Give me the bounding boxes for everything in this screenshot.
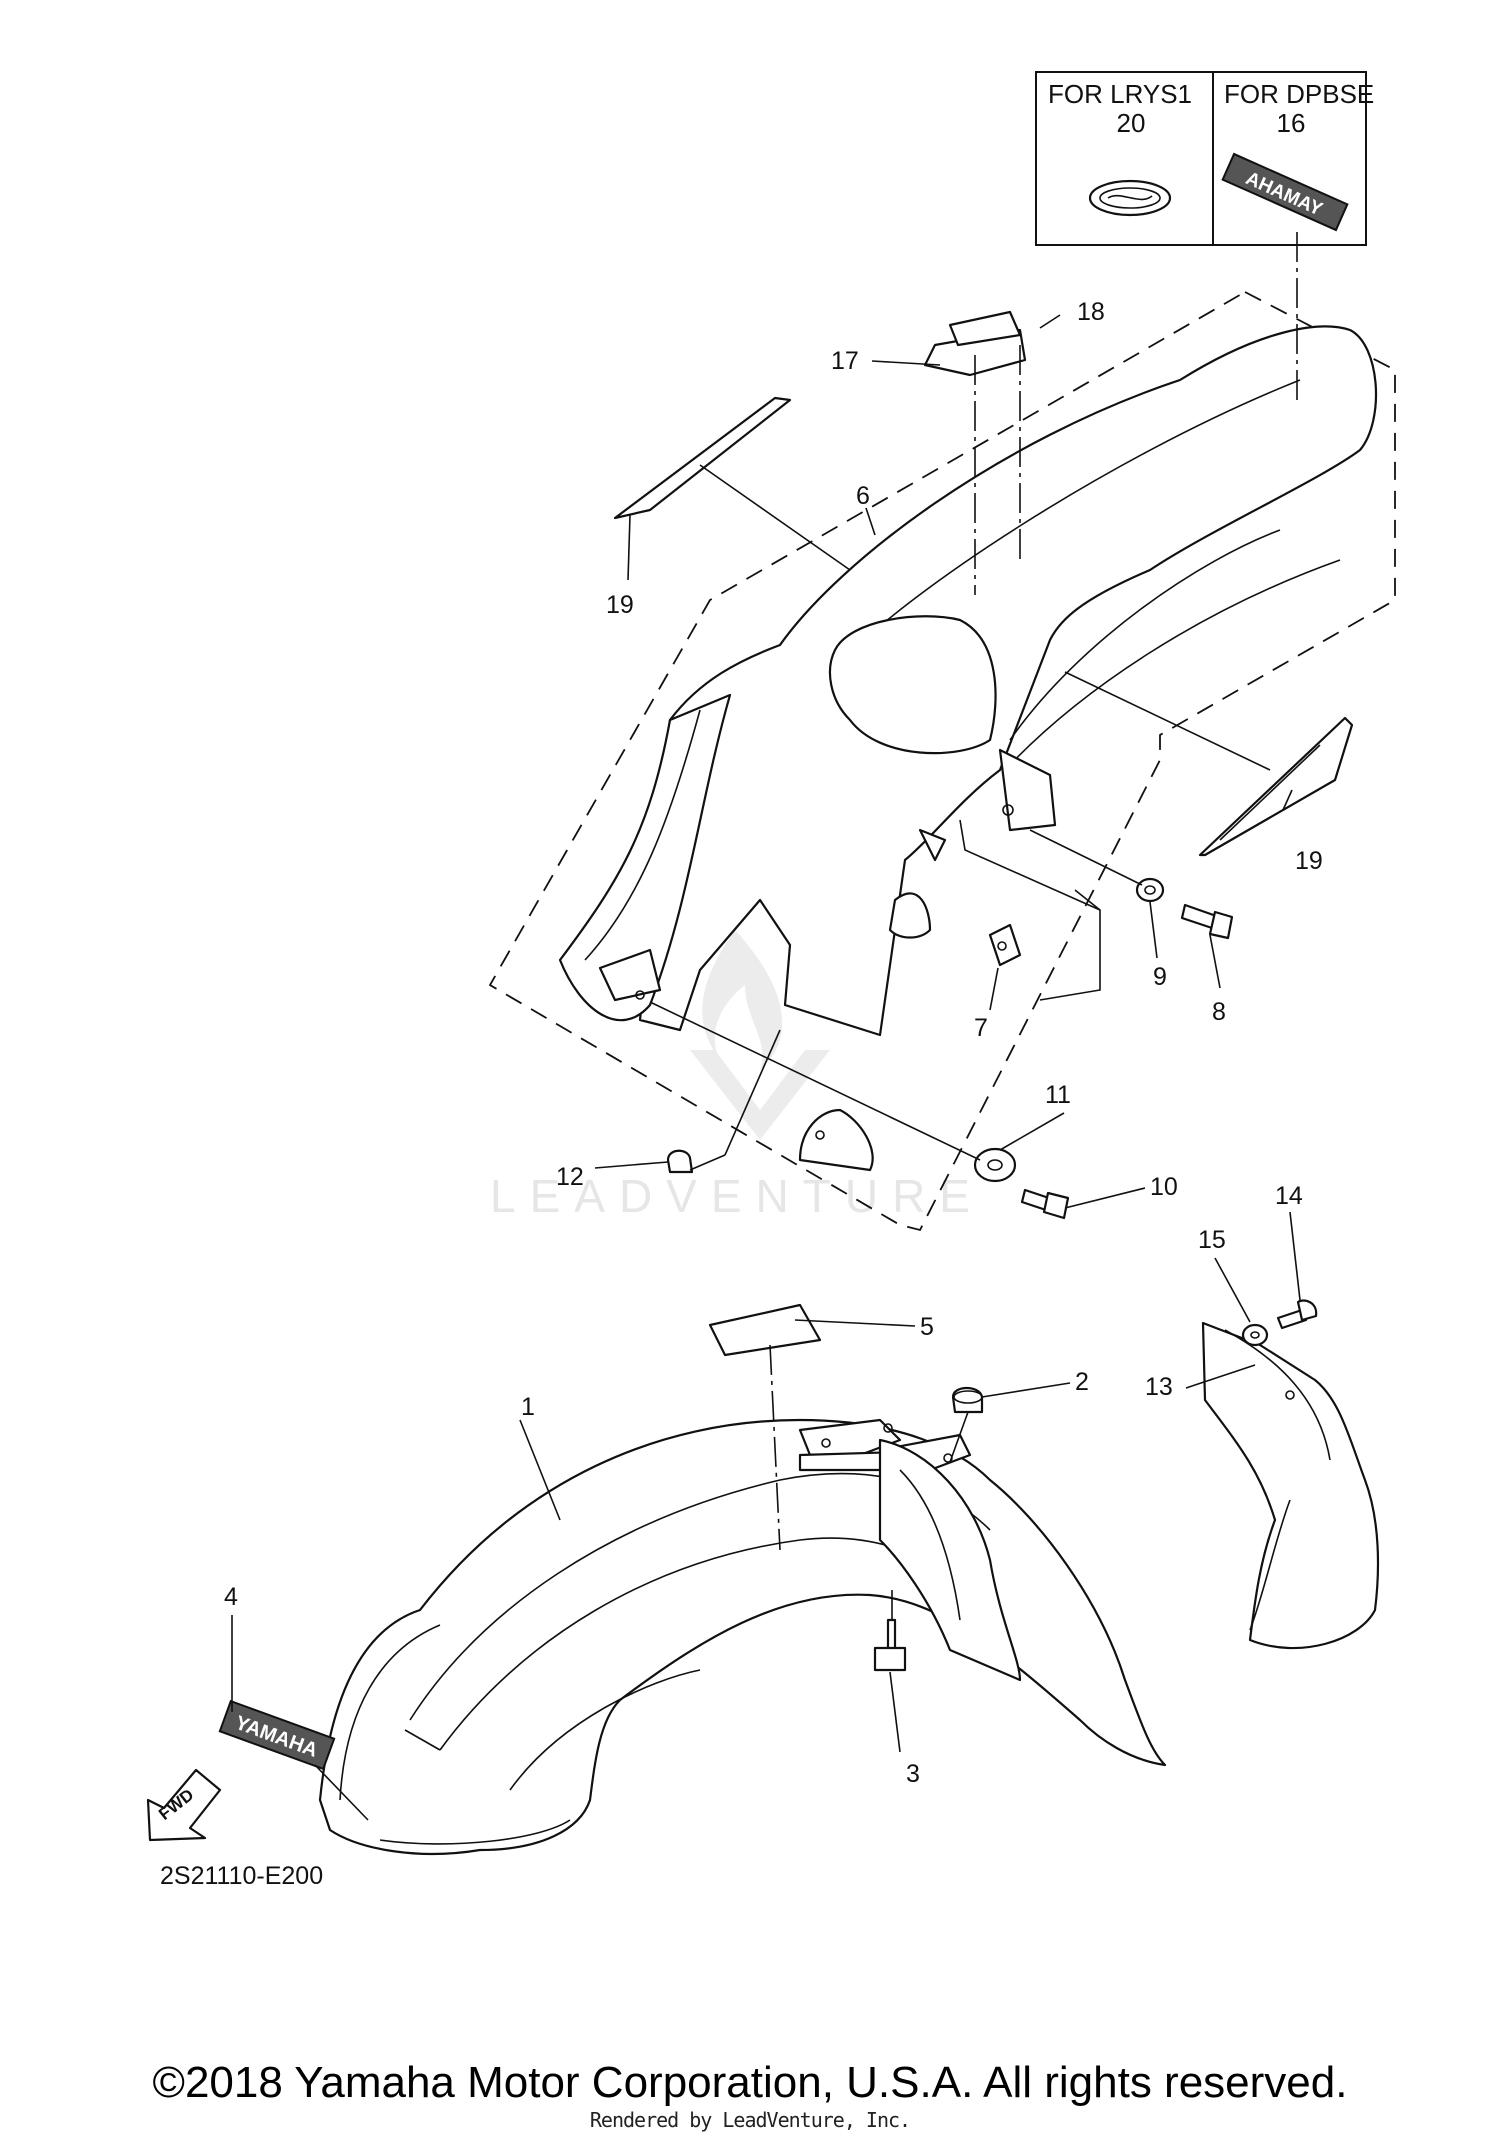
decal-16-shape: YAMAHA: [1221, 152, 1349, 232]
decal-4: YAMAHA: [218, 1699, 336, 1771]
option-left-part-number[interactable]: 20: [1117, 108, 1146, 138]
rear-decals: [613, 232, 1354, 857]
callout-19-right[interactable]: 19: [1295, 847, 1323, 875]
decal-19-left-shape: [613, 396, 792, 520]
fwd-arrow: FWD: [146, 1768, 222, 1842]
rear-flap: [1201, 1299, 1380, 1650]
callout-8[interactable]: 8: [1212, 998, 1226, 1026]
callout-11[interactable]: 11: [1045, 1081, 1071, 1109]
callout-2[interactable]: 2: [1075, 1368, 1089, 1396]
decal-5: [708, 1303, 822, 1551]
callout-9[interactable]: 9: [1153, 963, 1167, 991]
leadventure-watermark: LEADVENTURE: [490, 930, 984, 1222]
watermark-text: LEADVENTURE: [490, 1170, 984, 1222]
front-fender: [318, 1418, 1167, 1855]
callout-15[interactable]: 15: [1198, 1226, 1226, 1254]
rear-fender: [558, 325, 1378, 1172]
option-left-header: FOR LRYS1: [1048, 79, 1192, 109]
drawing-code: 2S21110-E200: [160, 1862, 323, 1890]
callout-4[interactable]: 4: [224, 1583, 238, 1611]
callout-7[interactable]: 7: [974, 1014, 988, 1042]
callout-18[interactable]: 18: [1077, 298, 1105, 326]
option-box: FOR LRYS1 20 FOR DPBSE 16 YAMAHA: [1035, 71, 1374, 246]
leaders: [519, 314, 1301, 1753]
rendered-by-notice: Rendered by LeadVenture, Inc.: [589, 2108, 911, 2132]
callout-10[interactable]: 10: [1150, 1173, 1178, 1201]
copyright-notice: ©2018 Yamaha Motor Corporation, U.S.A. A…: [152, 2058, 1348, 2107]
callout-13[interactable]: 13: [1145, 1373, 1173, 1401]
callout-19-left[interactable]: 19: [606, 591, 634, 619]
decal-5-shape: [708, 1303, 822, 1357]
callout-5[interactable]: 5: [920, 1313, 934, 1341]
callout-12[interactable]: 12: [556, 1163, 584, 1191]
option-right-part-number[interactable]: 16: [1277, 108, 1306, 138]
callout-1[interactable]: 1: [521, 1393, 535, 1421]
assembly-outline: [488, 291, 1396, 1232]
hardware-10-11-12: [649, 1001, 1070, 1220]
hardware-2-3: [873, 1386, 984, 1672]
callout-17[interactable]: 17: [831, 347, 859, 375]
option-right-header: FOR DPBSE: [1224, 79, 1374, 109]
callout-14[interactable]: 14: [1275, 1182, 1303, 1210]
decal-18-shape: [948, 310, 1022, 347]
callout-6[interactable]: 6: [856, 482, 870, 510]
hardware-7-8-9: [988, 829, 1234, 967]
callout-3[interactable]: 3: [906, 1760, 920, 1788]
